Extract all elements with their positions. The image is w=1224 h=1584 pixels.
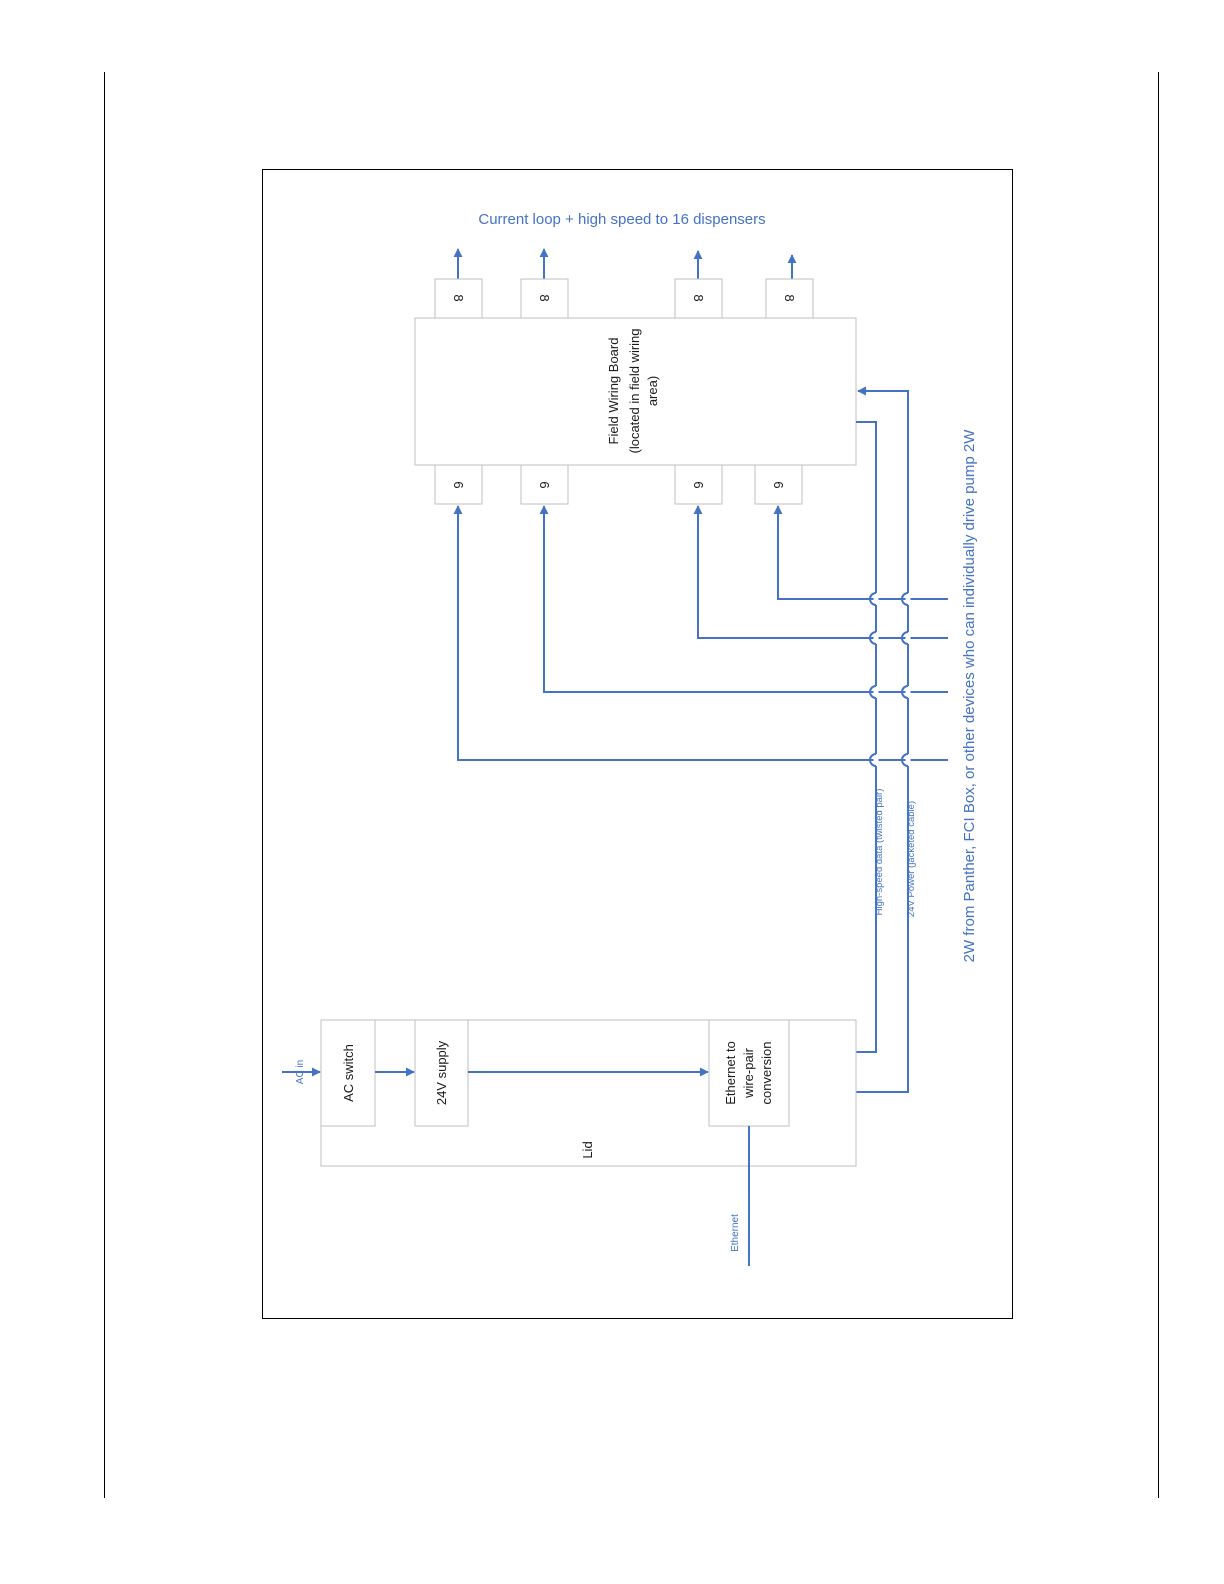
supply-24v-box: 24V supply (414, 1019, 469, 1127)
right-margin-line (1158, 72, 1159, 1498)
crossover-gaps (873, 593, 911, 766)
input-wire-2 (539, 505, 948, 693)
input-wire-1 (453, 505, 948, 761)
input-wire-3 (693, 505, 948, 639)
connector-top-1: 8 (434, 278, 483, 319)
high-speed-data-label: High-speed data (twisted pair) (874, 789, 885, 916)
ethernet-label: Ethernet (730, 1214, 741, 1252)
connector-bottom-1: 6 (434, 464, 483, 505)
diagram-frame (262, 169, 1013, 1319)
connector-bottom-3: 6 (674, 464, 723, 505)
connector-top-3: 8 (674, 278, 723, 319)
connector-top-label: 8 (691, 294, 706, 301)
field-board-line2: (located in field wiring (627, 328, 642, 453)
power-line (789, 391, 909, 1093)
eth-conv-line2: wire-pair (741, 1047, 756, 1099)
lid-label: Lid (580, 1141, 595, 1158)
connector-top-4: 8 (765, 278, 814, 319)
input-wire-4 (773, 505, 948, 600)
supply-24v-label: 24V supply (434, 1040, 449, 1105)
high-speed-data-line (789, 421, 877, 1053)
ac-switch-box: AC switch (320, 1019, 376, 1127)
connector-bottom-label: 6 (691, 481, 706, 488)
data-line-hops (869, 592, 877, 767)
side-label: 2W from Panther, FCI Box, or other devic… (961, 429, 978, 963)
field-board-line3: area) (645, 376, 660, 406)
field-board-line1: Field Wiring Board (606, 338, 621, 445)
power-label: 24V Power (jacketed cable) (906, 801, 917, 917)
connector-bottom-2: 6 (520, 464, 569, 505)
connector-bottom-label: 6 (771, 481, 786, 488)
connector-bottom-label: 6 (451, 481, 466, 488)
power-line-hops (901, 592, 909, 767)
ethernet-conversion-box: Ethernet to wire-pair conversion (708, 1019, 790, 1127)
left-margin-line (104, 72, 105, 1498)
connector-top-label: 8 (451, 294, 466, 301)
connector-bottom-4: 6 (754, 464, 803, 505)
ac-in-label: AC in (295, 1060, 306, 1084)
eth-conv-line1: Ethernet to (723, 1041, 738, 1105)
connector-bottom-label: 6 (537, 481, 552, 488)
connector-top-2: 8 (520, 278, 569, 319)
connector-top-label: 8 (537, 294, 552, 301)
top-label: Current loop + high speed to 16 dispense… (478, 211, 765, 228)
ac-switch-label: AC switch (341, 1044, 356, 1102)
connector-top-label: 8 (782, 294, 797, 301)
field-wiring-board: Field Wiring Board (located in field wir… (414, 317, 857, 466)
eth-conv-line3: conversion (759, 1042, 774, 1105)
